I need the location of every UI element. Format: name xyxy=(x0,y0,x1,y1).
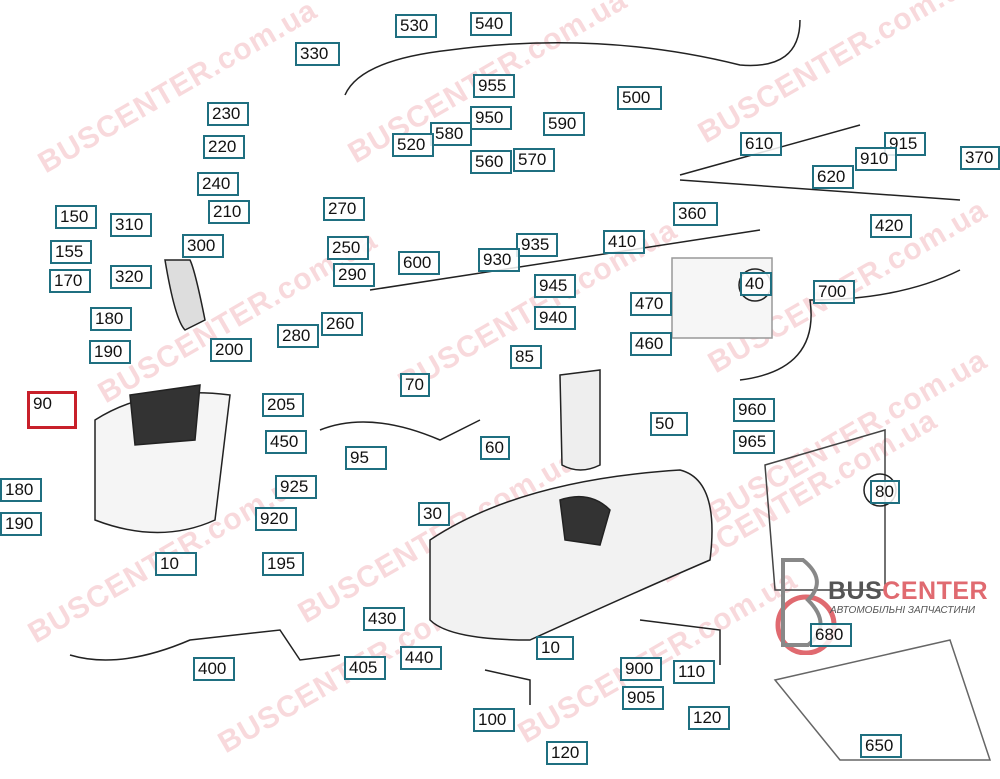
callout-label-370[interactable]: 370 xyxy=(960,146,1000,170)
callout-label-590[interactable]: 590 xyxy=(543,112,585,136)
fuel-line-400 xyxy=(69,629,341,661)
callout-label-220[interactable]: 220 xyxy=(203,135,245,159)
callout-label-940[interactable]: 940 xyxy=(534,306,576,330)
callout-label-570[interactable]: 570 xyxy=(513,148,555,172)
callout-label-240[interactable]: 240 xyxy=(197,172,239,196)
callout-label-210[interactable]: 210 xyxy=(208,200,250,224)
callout-label-190[interactable]: 190 xyxy=(0,512,42,536)
callout-label-190[interactable]: 190 xyxy=(89,340,131,364)
callout-label-460[interactable]: 460 xyxy=(630,332,672,356)
callout-label-260[interactable]: 260 xyxy=(321,312,363,336)
callout-label-180[interactable]: 180 xyxy=(90,307,132,331)
callout-label-960[interactable]: 960 xyxy=(733,398,775,422)
callout-label-540[interactable]: 540 xyxy=(470,12,512,36)
fuel-line-95 xyxy=(319,419,481,441)
callout-label-935[interactable]: 935 xyxy=(516,233,558,257)
strap-100 xyxy=(484,669,531,705)
callout-label-330[interactable]: 330 xyxy=(295,42,340,66)
callout-label-470[interactable]: 470 xyxy=(630,292,672,316)
filler-pipe-drawing xyxy=(164,259,206,331)
callout-label-90[interactable]: 90 xyxy=(27,391,77,429)
bracket-80 xyxy=(764,429,886,591)
callout-label-85[interactable]: 85 xyxy=(510,345,542,369)
callout-label-230[interactable]: 230 xyxy=(207,102,249,126)
callout-label-120[interactable]: 120 xyxy=(688,706,730,730)
callout-label-100[interactable]: 100 xyxy=(473,708,515,732)
sender-unit-drawing xyxy=(559,495,611,546)
callout-label-200[interactable]: 200 xyxy=(210,338,252,362)
callout-label-95[interactable]: 95 xyxy=(345,446,387,470)
callout-label-610[interactable]: 610 xyxy=(740,132,782,156)
fuel-line-700 xyxy=(739,269,961,381)
callout-label-110[interactable]: 110 xyxy=(673,660,715,684)
callout-label-280[interactable]: 280 xyxy=(277,324,319,348)
callout-label-950[interactable]: 950 xyxy=(470,106,512,130)
strap-110 xyxy=(639,619,721,665)
callout-label-170[interactable]: 170 xyxy=(49,269,91,293)
callout-label-205[interactable]: 205 xyxy=(262,393,304,417)
callout-label-500[interactable]: 500 xyxy=(617,86,662,110)
callout-label-70[interactable]: 70 xyxy=(400,373,430,397)
logo-brand-a: BUS xyxy=(828,577,883,605)
callout-label-930[interactable]: 930 xyxy=(478,248,520,272)
callout-label-520[interactable]: 520 xyxy=(392,133,434,157)
callout-label-925[interactable]: 925 xyxy=(275,475,317,499)
callout-label-700[interactable]: 700 xyxy=(813,280,855,304)
fuel-line-top xyxy=(344,19,801,96)
cover-650 xyxy=(773,639,992,761)
callout-label-600[interactable]: 600 xyxy=(398,251,440,275)
callout-label-150[interactable]: 150 xyxy=(55,205,97,229)
callout-label-195[interactable]: 195 xyxy=(262,552,304,576)
callout-label-410[interactable]: 410 xyxy=(603,230,645,254)
callout-label-580[interactable]: 580 xyxy=(430,122,472,146)
callout-label-945[interactable]: 945 xyxy=(534,274,576,298)
callout-label-405[interactable]: 405 xyxy=(344,656,386,680)
callout-label-965[interactable]: 965 xyxy=(733,430,775,454)
pump-module-drawing xyxy=(129,384,201,446)
callout-label-420[interactable]: 420 xyxy=(870,214,912,238)
callout-label-50[interactable]: 50 xyxy=(650,412,688,436)
callout-label-290[interactable]: 290 xyxy=(333,263,375,287)
callout-label-120[interactable]: 120 xyxy=(546,741,588,765)
callout-label-955[interactable]: 955 xyxy=(473,74,515,98)
callout-label-400[interactable]: 400 xyxy=(193,657,235,681)
callout-label-905[interactable]: 905 xyxy=(622,686,664,710)
callout-label-270[interactable]: 270 xyxy=(323,197,365,221)
callout-label-680[interactable]: 680 xyxy=(810,623,852,647)
callout-label-620[interactable]: 620 xyxy=(812,165,854,189)
callout-label-10[interactable]: 10 xyxy=(155,552,197,576)
logo-tagline: АВТОМОБІЛЬНІ ЗАПЧАСТИНИ xyxy=(830,605,976,616)
callout-label-300[interactable]: 300 xyxy=(182,234,224,258)
buscenter-logo: BUSCENTER АВТОМОБІЛЬНІ ЗАПЧАСТИНИ xyxy=(768,555,1000,655)
callout-label-180[interactable]: 180 xyxy=(0,478,42,502)
callout-label-450[interactable]: 450 xyxy=(265,430,307,454)
callout-label-30[interactable]: 30 xyxy=(418,502,450,526)
callout-label-250[interactable]: 250 xyxy=(327,236,369,260)
callout-label-360[interactable]: 360 xyxy=(673,202,718,226)
callout-label-10[interactable]: 10 xyxy=(536,636,574,660)
callout-label-155[interactable]: 155 xyxy=(50,240,92,264)
callout-label-430[interactable]: 430 xyxy=(363,607,405,631)
callout-label-310[interactable]: 310 xyxy=(110,213,152,237)
logo-brand: BUSCENTER xyxy=(828,577,988,606)
callout-label-80[interactable]: 80 xyxy=(870,480,900,504)
hardware-plate-40 xyxy=(671,257,773,339)
callout-label-900[interactable]: 900 xyxy=(620,657,662,681)
callout-label-440[interactable]: 440 xyxy=(400,646,442,670)
callout-label-530[interactable]: 530 xyxy=(395,14,437,38)
logo-brand-b: CENTER xyxy=(882,577,989,605)
callout-label-650[interactable]: 650 xyxy=(860,734,902,758)
filter-drawing xyxy=(559,369,601,471)
fuel-line-420 xyxy=(679,179,961,201)
callout-label-560[interactable]: 560 xyxy=(470,150,512,174)
callout-label-320[interactable]: 320 xyxy=(110,265,152,289)
callout-label-40[interactable]: 40 xyxy=(740,272,772,296)
fuel-line-410 xyxy=(369,229,761,291)
callout-label-910[interactable]: 910 xyxy=(855,147,897,171)
main-tank-drawing xyxy=(429,469,713,641)
callout-label-60[interactable]: 60 xyxy=(480,436,510,460)
callout-label-920[interactable]: 920 xyxy=(255,507,297,531)
